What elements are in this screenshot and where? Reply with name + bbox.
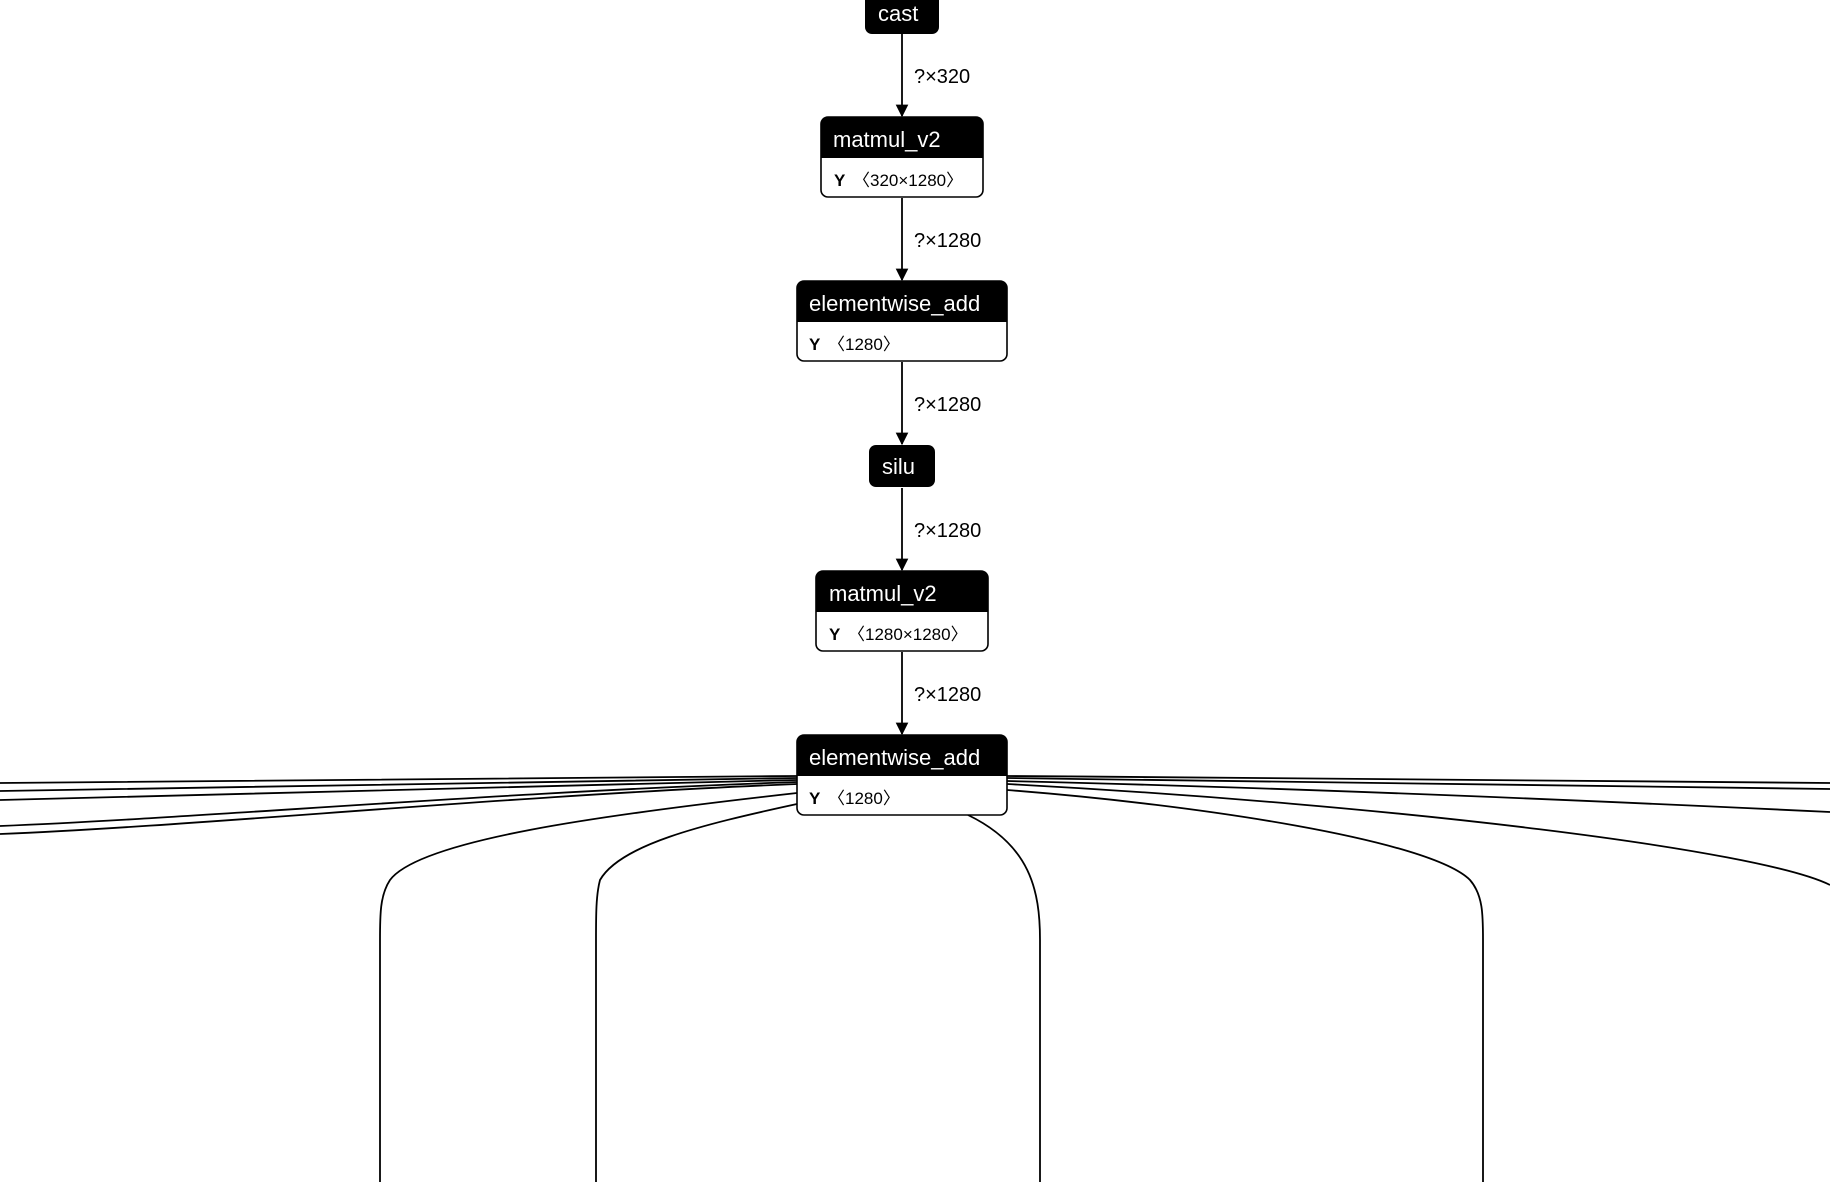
node-title: matmul_v2 bbox=[829, 581, 937, 606]
edge-cast-to-matmul[interactable]: ?×320 bbox=[895, 34, 970, 118]
edge-matmul-to-add[interactable]: ?×1280 bbox=[895, 198, 981, 282]
attribute-value: 〈320×1280〉 bbox=[853, 171, 963, 190]
node-matmul-v2[interactable]: matmul_v2 Y 〈320×1280〉 bbox=[820, 116, 984, 198]
node-title: silu bbox=[882, 454, 915, 479]
edge-shape-label: ?×1280 bbox=[914, 230, 981, 252]
node-title: elementwise_add bbox=[809, 291, 980, 316]
edge-add-to-silu[interactable]: ?×1280 bbox=[895, 362, 981, 446]
output-edge[interactable] bbox=[1006, 789, 1484, 1182]
attribute-name: Y bbox=[809, 335, 821, 354]
output-edge[interactable] bbox=[0, 777, 798, 792]
attribute-value: 〈1280〉 bbox=[828, 335, 900, 354]
output-edge[interactable] bbox=[1006, 780, 1830, 813]
output-edge[interactable] bbox=[1006, 775, 1830, 784]
attribute-name: Y bbox=[809, 789, 821, 808]
edge-shape-label: ?×1280 bbox=[914, 684, 981, 706]
edge-matmul-to-add[interactable]: ?×1280 bbox=[895, 652, 981, 736]
output-edge[interactable] bbox=[1006, 777, 1830, 790]
attribute-name: Y bbox=[834, 171, 846, 190]
edge-silu-to-matmul[interactable]: ?×1280 bbox=[895, 488, 981, 572]
node-title: elementwise_add bbox=[809, 745, 980, 770]
attribute-value: 〈1280〉 bbox=[828, 789, 900, 808]
output-edge[interactable] bbox=[0, 775, 798, 784]
node-cast[interactable]: cast bbox=[865, 0, 939, 34]
edge-shape-label: ?×1280 bbox=[914, 394, 981, 416]
output-edge[interactable] bbox=[0, 783, 798, 835]
edge-shape-label: ?×1280 bbox=[914, 520, 981, 542]
attribute-name: Y bbox=[829, 625, 841, 644]
node-elementwise-add[interactable]: elementwise_add Y 〈1280〉 bbox=[796, 734, 1008, 816]
output-edge-fan bbox=[0, 775, 1830, 1182]
edge-shape-label: ?×320 bbox=[914, 66, 970, 88]
attribute-value: 〈1280×1280〉 bbox=[848, 625, 968, 644]
node-elementwise-add[interactable]: elementwise_add Y 〈1280〉 bbox=[796, 280, 1008, 362]
output-edge[interactable] bbox=[0, 781, 798, 827]
node-matmul-v2[interactable]: matmul_v2 Y 〈1280×1280〉 bbox=[815, 570, 989, 652]
output-edge[interactable] bbox=[379, 792, 798, 1182]
output-edge[interactable] bbox=[0, 779, 798, 801]
node-title: cast bbox=[878, 1, 918, 26]
node-silu[interactable]: silu bbox=[869, 445, 935, 487]
output-edge[interactable] bbox=[967, 814, 1041, 1182]
node-title: matmul_v2 bbox=[833, 127, 941, 152]
output-edge[interactable] bbox=[595, 803, 798, 1182]
output-edge[interactable] bbox=[1006, 783, 1830, 886]
